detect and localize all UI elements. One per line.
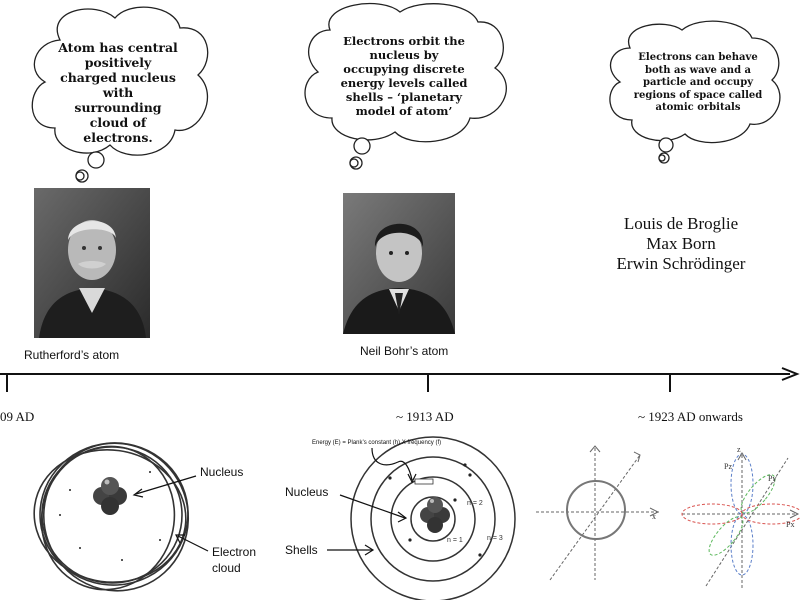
bohr-nucleus	[420, 497, 450, 533]
rutherford-caption: Rutherford’s atom	[24, 348, 120, 362]
rutherford-nucleus	[93, 477, 127, 515]
timeline-date-1: 09 AD	[0, 409, 35, 424]
rutherford-atom	[33, 442, 190, 592]
pz-orbital-label: Pz	[724, 462, 732, 471]
shell-n2-label: n = 2	[467, 500, 483, 507]
thought-bubble-rutherford	[31, 6, 209, 183]
timeline-date-2: ~ 1913 AD	[396, 409, 454, 424]
p-orbital-diagram	[681, 451, 800, 590]
px-orbital-label: Px	[786, 520, 795, 529]
scientist-name: Erwin Schrödinger	[616, 254, 746, 273]
timeline-date-3: ~ 1923 AD onwards	[638, 409, 743, 424]
rutherford-arrows	[132, 475, 209, 552]
bohr-portrait	[343, 193, 455, 334]
bohr-caption: Neil Bohr’s atom	[360, 344, 449, 358]
scientist-names: Louis de Broglie Max Born Erwin Schrödin…	[596, 214, 766, 274]
shell-n1-label: n = 1	[447, 537, 463, 544]
bohr-bubble-text: Electrons orbit the nucleus by occupying…	[340, 34, 468, 118]
s-orbital-x-axis-label: x	[652, 512, 656, 521]
rutherford-bubble-text: Atom has central positively charged nucl…	[58, 40, 178, 145]
rutherford-nucleus-label: Nucleus	[200, 465, 244, 479]
bohr-electrons	[388, 463, 482, 557]
electron-cloud-label: Electron cloud	[212, 545, 257, 575]
bohr-atom	[350, 436, 516, 600]
modern-bubble-text: Electrons can behave both as wave and a …	[633, 52, 763, 113]
shells-label: Shells	[285, 543, 318, 557]
p-orbital-z-axis-label: z	[737, 445, 741, 454]
s-orbital-diagram	[536, 445, 660, 581]
bohr-nucleus-label: Nucleus	[285, 485, 329, 499]
thought-bubble-bohr	[304, 2, 507, 170]
scientist-name: Max Born	[646, 234, 716, 253]
bohr-arrows	[327, 447, 434, 556]
thought-bubble-modern	[609, 20, 781, 164]
py-orbital-label: Py	[768, 474, 777, 483]
energy-equation: Energy (E) = Plank’s constant (h) X freq…	[312, 440, 442, 446]
timeline-axis	[0, 367, 800, 392]
shell-n3-label: n = 3	[487, 535, 503, 542]
rutherford-portrait	[34, 188, 150, 338]
scientist-name: Louis de Broglie	[623, 214, 739, 233]
